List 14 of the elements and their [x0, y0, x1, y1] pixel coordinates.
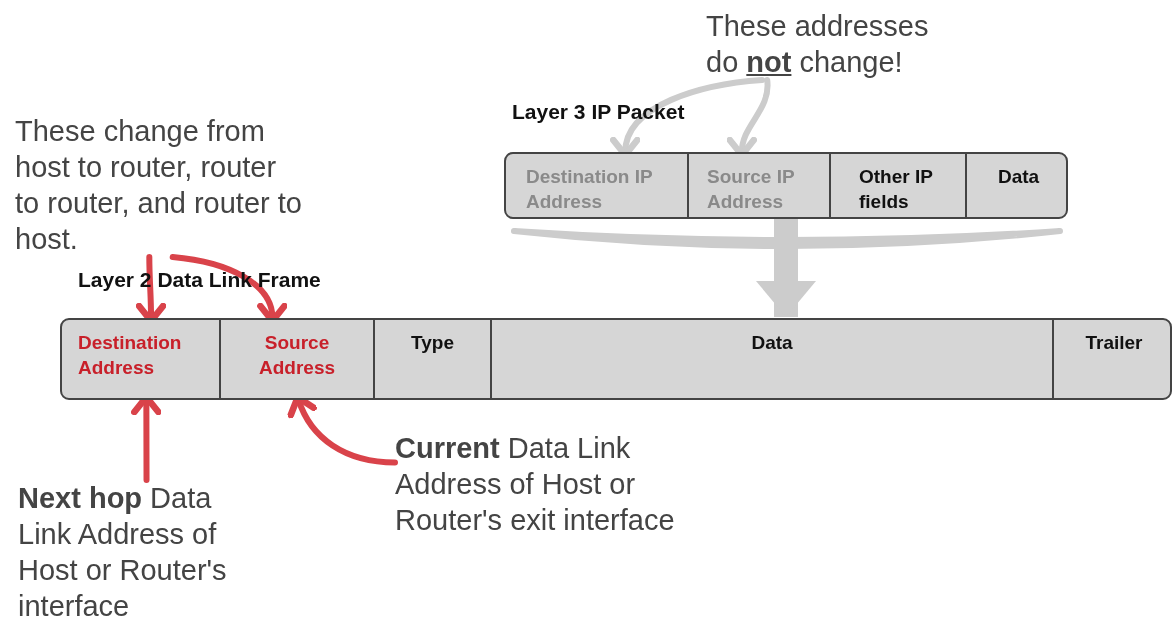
frame-heading: Layer 3 IP Packet: [512, 100, 685, 124]
field-cell: Destination IP Address: [506, 154, 687, 217]
field-cell: Source IP Address: [687, 154, 829, 217]
field-cell: Type: [373, 320, 490, 398]
note-text: Current Data Link Address of Host or Router's exit interface: [395, 432, 675, 536]
field-cell: Data: [965, 154, 1066, 217]
field-cell: Source Address: [219, 320, 373, 398]
field-cell: Trailer: [1052, 320, 1170, 398]
field-cell: Data: [490, 320, 1052, 398]
note-text: Next hop Data Link Address of Host or Router's interface: [18, 482, 227, 622]
note-text: These change from host to router, router to router, and router to host.: [15, 115, 302, 255]
note-text: These addresses do not change!: [706, 10, 929, 78]
field-cell: Other IP fields: [829, 154, 965, 217]
field-cell: Destination Address: [62, 320, 219, 398]
